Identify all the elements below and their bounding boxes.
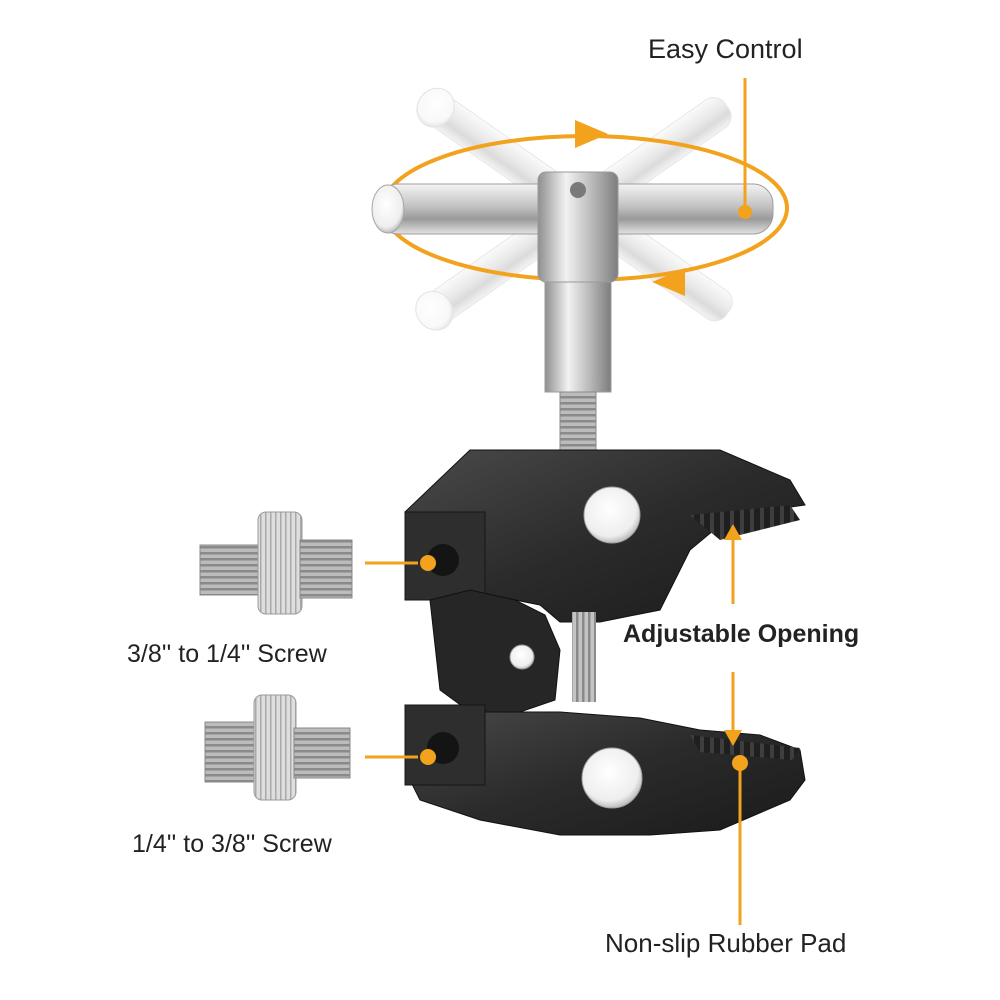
marker-dot <box>420 555 436 571</box>
arrow-up-icon <box>724 524 742 540</box>
clamp-body <box>404 449 806 836</box>
t-handle <box>371 171 774 453</box>
label-easy-control: Easy Control <box>648 34 803 64</box>
label-non-slip-pad: Non-slip Rubber Pad <box>605 928 847 958</box>
label-screw-14-to-38: 1/4'' to 3/8'' Screw <box>132 830 332 858</box>
marker-dot <box>732 755 748 771</box>
marker-dot <box>420 749 436 765</box>
arrow-right-icon <box>575 120 608 148</box>
arrow-left-icon <box>652 268 685 296</box>
screw-adapter-top <box>199 511 353 615</box>
callouts <box>365 78 752 925</box>
label-adjustable-opening: Adjustable Opening <box>623 620 860 648</box>
screw-adapter-bottom <box>204 694 351 801</box>
label-screw-38-to-14: 3/8'' to 1/4'' Screw <box>127 640 327 668</box>
arrow-down-icon <box>724 730 742 746</box>
marker-dot <box>738 205 752 219</box>
